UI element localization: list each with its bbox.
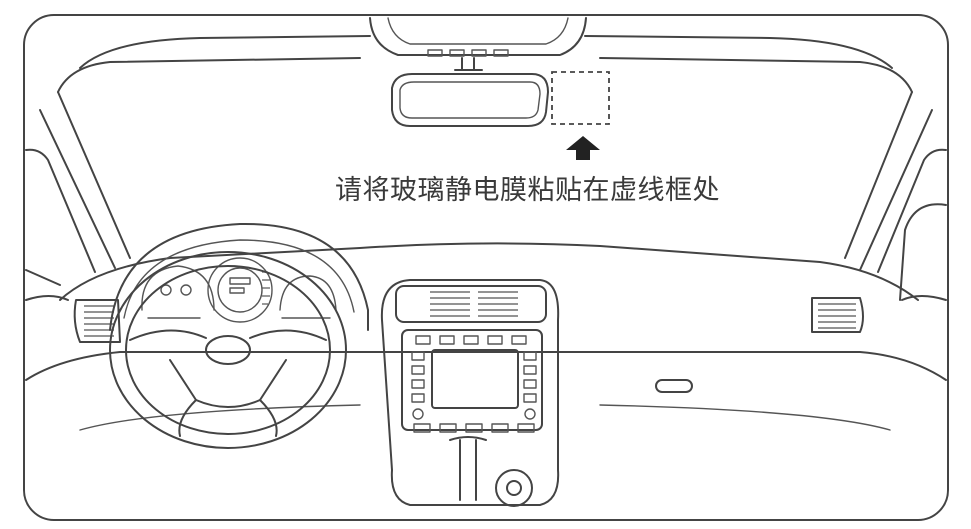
roof-lamps — [427, 49, 509, 57]
roof-console — [369, 17, 587, 56]
instrument-cluster — [141, 257, 337, 323]
a-pillar-left — [39, 91, 131, 269]
center-console — [380, 279, 560, 507]
dashed-target-box — [551, 71, 610, 125]
console-screen — [431, 349, 519, 409]
side-window-left — [25, 148, 96, 301]
roof-console-inner — [387, 17, 569, 45]
rearview-mirror — [391, 73, 549, 127]
up-arrow-icon — [566, 136, 600, 160]
windshield-top-edge — [79, 35, 893, 69]
dashboard-line — [25, 351, 947, 381]
console-buttons-bottom — [413, 423, 535, 433]
glovebox-handle — [655, 379, 693, 393]
instrument-hood — [109, 222, 369, 331]
console-buttons-top — [415, 335, 527, 345]
outer-frame — [23, 14, 949, 521]
mirror-mount — [454, 57, 483, 71]
windshield-frame — [57, 57, 913, 93]
steering-wheel — [109, 251, 347, 449]
rearview-mirror-inner — [399, 81, 541, 119]
instrument-hood-inner — [123, 239, 355, 319]
gear-lever — [449, 436, 487, 501]
right-side-vent — [811, 297, 864, 333]
dashboard-top — [59, 242, 919, 301]
left-side-vent — [73, 299, 121, 343]
side-window-right — [877, 148, 947, 301]
console-knob — [495, 469, 533, 507]
a-pillar-right — [844, 91, 933, 271]
instruction-text: 请将玻璃静电膜粘贴在虚线框处 — [335, 175, 720, 206]
